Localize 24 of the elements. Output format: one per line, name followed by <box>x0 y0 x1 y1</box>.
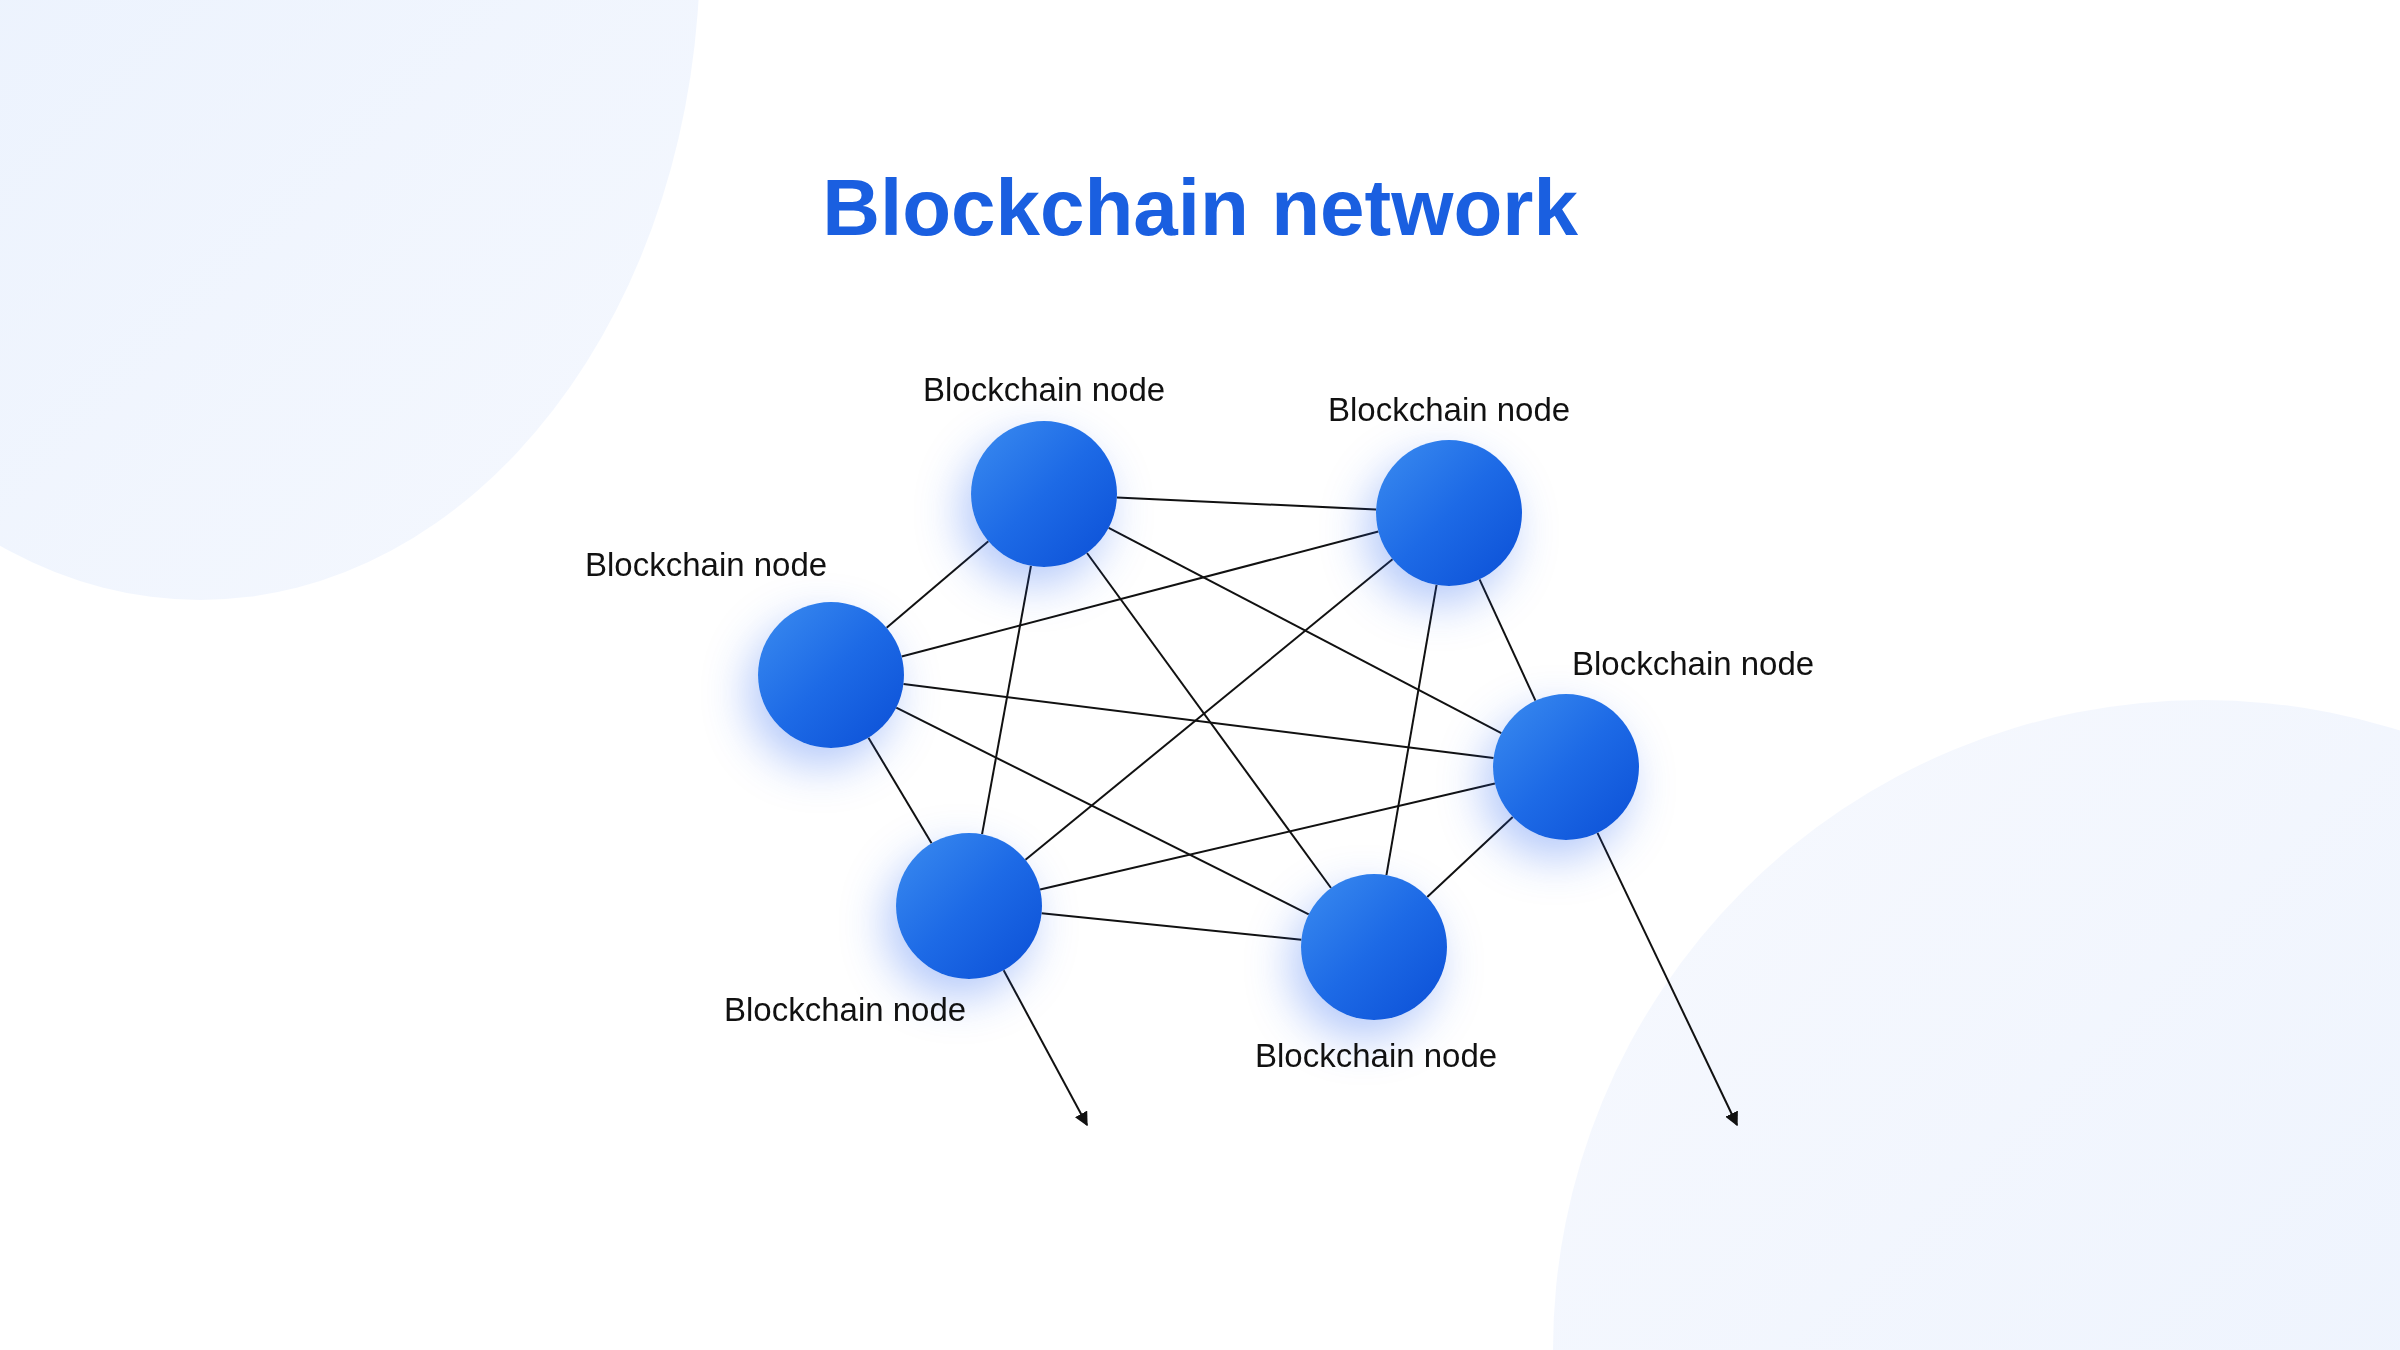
node-label: Blockchain node <box>585 545 828 585</box>
connector-line <box>902 683 1495 759</box>
connector-line <box>1086 552 1332 889</box>
connector-line <box>1039 782 1496 891</box>
connector-line <box>1107 526 1503 735</box>
node-label: Blockchain node <box>1572 644 1815 684</box>
node-label: Blockchain node <box>923 370 1166 410</box>
connector-line <box>885 540 990 629</box>
connector-line <box>981 564 1032 836</box>
connector-line <box>1115 496 1378 511</box>
diagram-title: Blockchain network <box>822 168 1578 248</box>
arrow <box>1596 831 1738 1127</box>
connector-line <box>1478 578 1537 702</box>
connector-line <box>895 706 1310 916</box>
connector-line <box>1040 912 1303 941</box>
connector-line <box>1385 583 1438 877</box>
connector-line <box>1426 815 1514 899</box>
node-label: Blockchain node <box>1255 1036 1498 1076</box>
connector-line <box>1024 558 1394 861</box>
arrow <box>1002 969 1088 1127</box>
node-label: Blockchain node <box>1328 390 1571 430</box>
connector-line <box>900 530 1380 658</box>
node-label: Blockchain node <box>724 990 967 1030</box>
connector-line <box>867 736 933 845</box>
